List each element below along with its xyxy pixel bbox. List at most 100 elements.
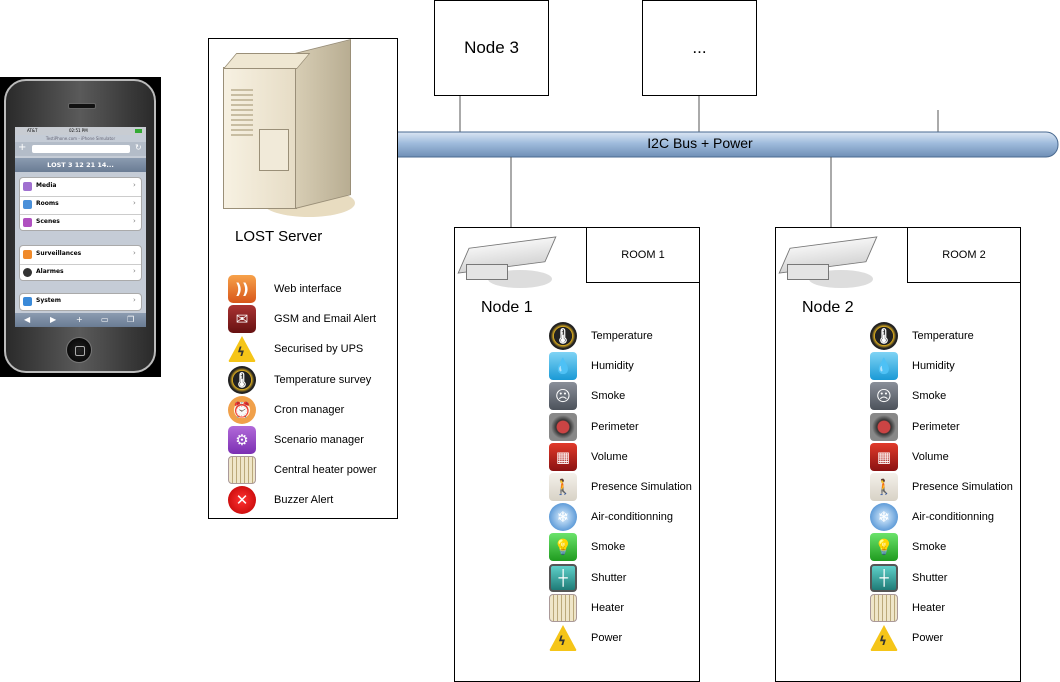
phone-menu-item-alarmes[interactable]: Alarmes › — [20, 264, 141, 281]
phone-menu-item-media[interactable]: Media › — [20, 178, 141, 197]
home-icon — [23, 200, 32, 209]
server-feature-label: Temperature survey — [274, 373, 372, 386]
add-icon[interactable]: + — [76, 315, 83, 324]
lightning-icon: ϟ — [870, 624, 898, 652]
server-feature-label: Securised by UPS — [274, 343, 364, 356]
phone-url-bar[interactable]: + ↻ — [15, 142, 146, 156]
lightning-icon: ϟ — [228, 335, 256, 363]
room-2-title: ROOM 2 — [942, 249, 986, 261]
node-1-device-icon — [457, 236, 557, 292]
chevron-right-icon: › — [133, 217, 136, 225]
server-vent — [231, 89, 253, 139]
phone-toolbar: ◀ ▶ + ▭ ❐ — [15, 313, 146, 327]
brain-icon: ⚙ — [228, 426, 256, 454]
room-1-box — [454, 227, 700, 682]
bus-label: I2C Bus + Power — [647, 135, 753, 151]
sensor-label: Presence Simulation — [912, 481, 1013, 493]
home-square-icon — [75, 346, 85, 356]
sensor-label: Volume — [912, 450, 949, 463]
server-side — [295, 39, 351, 210]
sensor-label: Air-conditionning — [591, 511, 673, 524]
phone-mockup: AT&T 02:51 PM TestiPhone.com - iPhone Si… — [0, 77, 161, 377]
device-front — [466, 264, 508, 280]
home-button[interactable] — [66, 337, 92, 363]
gas-mask-icon: ☹ — [870, 382, 898, 411]
sensor-label: Shutter — [591, 571, 627, 584]
radiator-icon — [549, 593, 577, 622]
phone-status-bar: AT&T 02:51 PM — [15, 127, 146, 135]
scenes-icon — [23, 218, 32, 227]
snowflake-icon: ❄ — [870, 503, 898, 532]
node-3-box: Node 3 — [434, 0, 549, 96]
sensor-label: Temperature — [912, 330, 974, 342]
server-tower-icon — [223, 39, 355, 219]
server-feature-label: Scenario manager — [274, 434, 364, 446]
phone-menu-label: Alarmes — [36, 268, 64, 275]
rss-icon — [23, 250, 32, 259]
alarm-icon — [23, 268, 32, 277]
phone-menu-item-surveillances[interactable]: Surveillances › — [20, 246, 141, 265]
node-more-box: ... — [642, 0, 757, 96]
back-icon[interactable]: ◀ — [24, 315, 31, 324]
server-feature-label: Cron manager — [274, 403, 345, 416]
sensor-label: Perimeter — [912, 420, 960, 433]
phone-menu-item-scenes[interactable]: Scenes › — [20, 214, 141, 231]
sensor-label: Volume — [591, 450, 628, 463]
server-feature-label: Web interface — [274, 283, 342, 295]
volume-icon: ▦ — [549, 442, 577, 471]
phone-screen: AT&T 02:51 PM TestiPhone.com - iPhone Si… — [15, 127, 146, 327]
phone-menu-label: System — [36, 297, 61, 304]
phone-speaker — [68, 103, 96, 109]
media-icon — [23, 182, 32, 191]
reload-icon[interactable]: ↻ — [135, 143, 142, 152]
phone-menu-item-system[interactable]: System › — [20, 294, 141, 310]
thermometer-icon: 🌡 — [549, 322, 577, 350]
server-panel: LOST Server ))Web interface✉GSM and Emai… — [208, 38, 398, 519]
phone-page-title: LOST 3 12 21 14... — [15, 158, 146, 172]
sensor-label: Shutter — [912, 571, 948, 584]
sensor-label: Air-conditionning — [912, 511, 994, 524]
gsm-icon: ✉ — [228, 305, 256, 334]
add-bookmark-icon[interactable]: + — [18, 142, 27, 153]
sensor-label: Humidity — [912, 360, 955, 373]
forward-icon[interactable]: ▶ — [50, 315, 57, 324]
radiator-icon — [228, 456, 256, 485]
phone-clock: 02:51 PM — [69, 128, 88, 133]
room-2-box — [775, 227, 1021, 682]
sensor-label: Heater — [591, 601, 625, 614]
server-feature-label: Central heater power — [274, 464, 377, 477]
node-3-label: Node 3 — [464, 38, 519, 57]
url-input[interactable] — [32, 145, 130, 153]
sensor-label: Smoke — [591, 390, 626, 403]
node-2-device-icon — [778, 236, 878, 292]
pages-icon[interactable]: ❐ — [127, 315, 135, 324]
chevron-right-icon: › — [133, 296, 136, 304]
gas-mask-icon: ☹ — [549, 382, 577, 411]
sensor-label: Smoke — [912, 541, 947, 554]
thermometer-icon: 🌡 — [228, 365, 256, 394]
phone-menu-label: Rooms — [36, 200, 59, 207]
server-label: LOST Server — [235, 228, 323, 245]
sensor-icon — [549, 412, 577, 441]
snowflake-icon: ❄ — [549, 503, 577, 532]
sensor-label: Presence Simulation — [591, 481, 692, 493]
sensor-label: Smoke — [591, 541, 626, 554]
phone-menu-label: Media — [36, 182, 57, 189]
phone-carrier: AT&T — [27, 128, 38, 133]
sensor-icon — [870, 412, 898, 441]
person-icon: 🚶 — [870, 473, 898, 501]
bulb-icon: 💡 — [549, 533, 577, 562]
phone-site-title: TestiPhone.com - iPhone Simulator — [45, 136, 116, 141]
sensor-label: Temperature — [591, 330, 653, 342]
sensor-label: Power — [591, 632, 623, 644]
faucet-icon: 💧 — [870, 352, 898, 381]
sensor-label: Power — [912, 632, 944, 644]
phone-menu-item-rooms[interactable]: Rooms › — [20, 196, 141, 215]
sensor-label: Heater — [912, 601, 946, 614]
person-icon: 🚶 — [549, 473, 577, 501]
bookmarks-icon[interactable]: ▭ — [101, 315, 109, 324]
server-top — [223, 53, 311, 69]
node-2-label: Node 2 — [802, 299, 854, 316]
phone-menu-group-2: Surveillances › Alarmes › — [19, 245, 142, 281]
room-2-title-box: ROOM 2 — [907, 227, 1021, 283]
